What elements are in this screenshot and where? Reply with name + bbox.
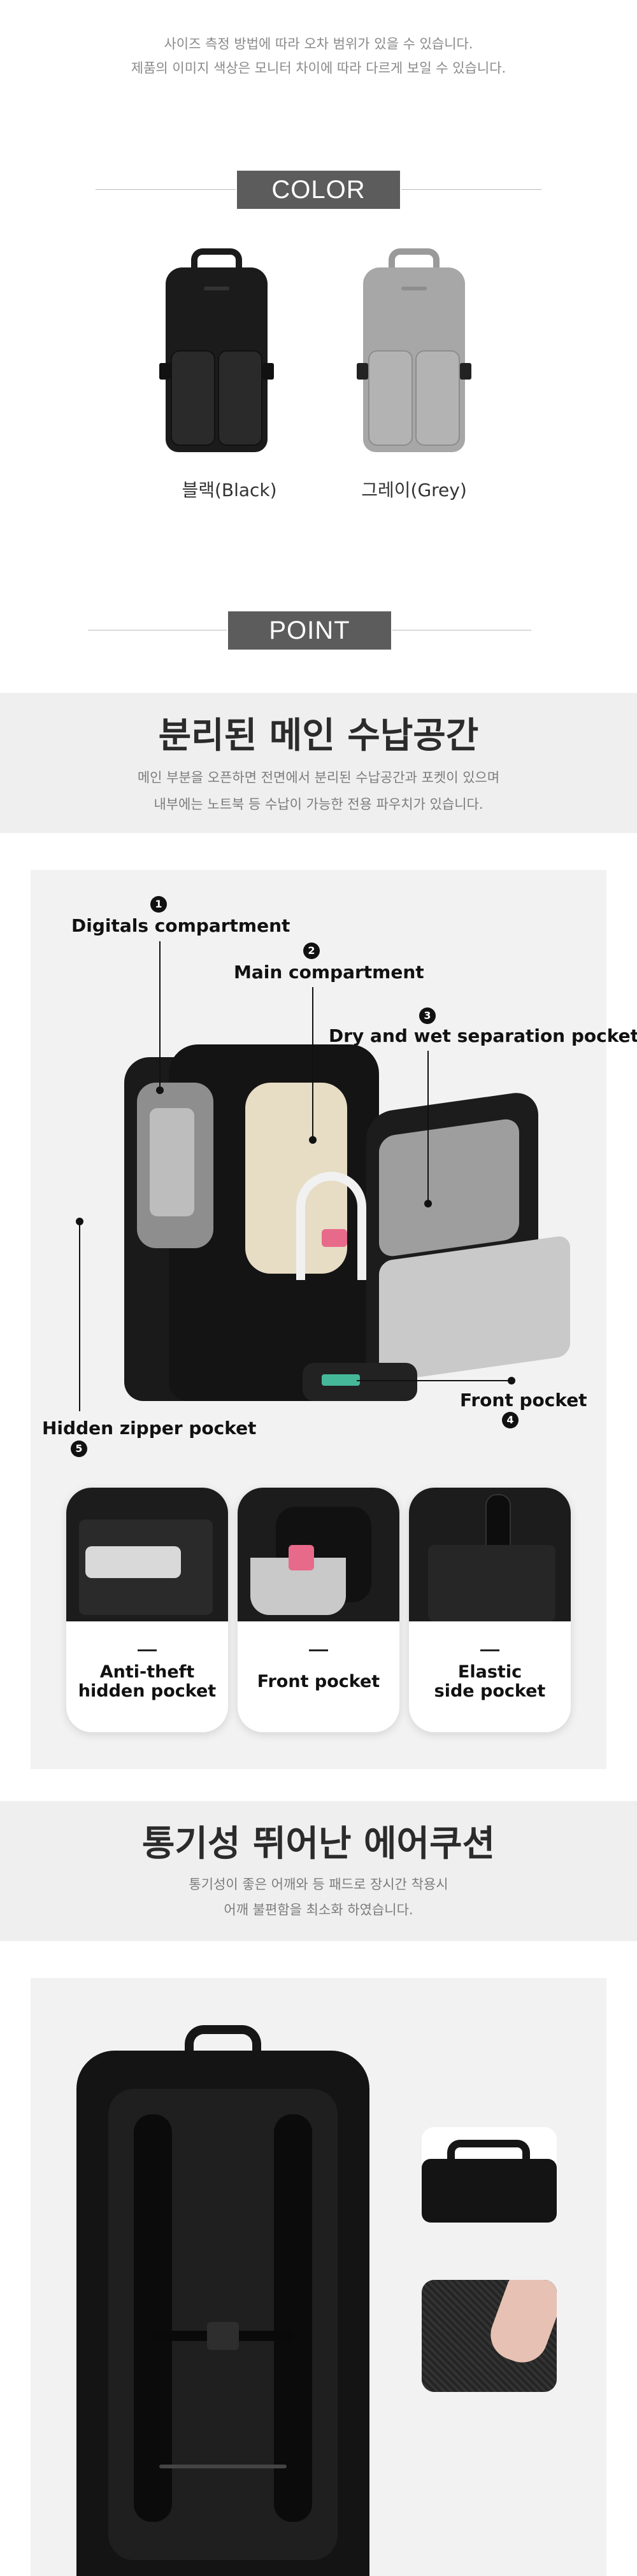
notice-line-2: 제품의 이미지 색상은 모니터 차이에 따라 다르게 보일 수 있습니다. xyxy=(131,60,506,76)
callout-4-line xyxy=(357,1380,510,1381)
detail-card-front-pocket: Front pocket xyxy=(238,1488,399,1732)
card-1-line-1: Anti-theft xyxy=(99,1662,195,1682)
callout-5-line xyxy=(79,1220,80,1411)
aircushion-feature-banner: 통기성 뛰어난 에어쿠션 통기성이 좋은 어깨와 등 패드로 장시간 착용시 어… xyxy=(0,1801,637,1941)
notice-line-1: 사이즈 측정 방법에 따라 오차 범위가 있을 수 있습니다. xyxy=(164,36,473,52)
callout-3-label: Dry and wet separation pocket xyxy=(329,1025,637,1046)
card-1-line-2: hidden pocket xyxy=(78,1681,217,1701)
callout-1-dot xyxy=(156,1086,164,1094)
grey-backpack-image xyxy=(357,248,471,452)
variant-grey-label: 그레이(Grey) xyxy=(361,480,467,501)
callout-3-line xyxy=(427,1051,429,1201)
callout-1-label: Digitals compartment xyxy=(71,915,290,936)
callout-4-badge: 4 xyxy=(502,1412,519,1428)
callout-2-line xyxy=(312,987,313,1137)
divider-line-left xyxy=(96,189,236,190)
card-3-line-2: side pocket xyxy=(434,1681,546,1701)
color-heading: COLOR xyxy=(237,171,400,209)
aircushion-title: 통기성 뛰어난 에어쿠션 xyxy=(141,1823,496,1865)
storage-title: 분리된 메인 수납공간 xyxy=(158,715,479,757)
divider-line-right xyxy=(401,189,541,190)
aircushion-desc-2: 어깨 불편함을 최소화 하였습니다. xyxy=(224,1902,413,1918)
card-dash xyxy=(309,1649,328,1651)
elastic-side-pocket-photo xyxy=(409,1488,571,1621)
open-backpack-image xyxy=(111,1044,583,1414)
backpack-rear-image xyxy=(76,2025,369,2576)
size-notice: 사이즈 측정 방법에 따라 오차 범위가 있을 수 있습니다. 제품의 이미지 … xyxy=(0,32,637,80)
point-heading: POINT xyxy=(228,611,391,650)
anti-theft-pocket-photo xyxy=(66,1488,228,1621)
callout-2-label: Main compartment xyxy=(234,962,424,983)
detail-card-anti-theft: Anti-theft hidden pocket xyxy=(66,1488,228,1732)
handle-detail-photo xyxy=(422,2127,557,2223)
card-dash xyxy=(480,1649,499,1651)
callout-5-badge: 5 xyxy=(71,1441,87,1457)
mesh-padding-detail-photo xyxy=(422,2280,557,2392)
variant-black-label: 블랙(Black) xyxy=(182,480,277,501)
callout-1-line xyxy=(159,941,161,1088)
callout-2-badge: 2 xyxy=(303,943,320,959)
storage-feature-banner: 분리된 메인 수납공간 메인 부분을 오픈하면 전면에서 분리된 수납공간과 포… xyxy=(0,693,637,833)
card-dash xyxy=(138,1649,157,1651)
callout-5-dot xyxy=(76,1218,83,1225)
black-backpack-image xyxy=(159,248,274,452)
card-3-line-1: Elastic xyxy=(457,1662,522,1682)
storage-desc-2: 내부에는 노트북 등 수납이 가능한 전용 파우치가 있습니다. xyxy=(154,797,483,812)
detail-card-elastic-side: Elastic side pocket xyxy=(409,1488,571,1732)
aircushion-desc-1: 통기성이 좋은 어깨와 등 패드로 장시간 착용시 xyxy=(189,1877,448,1892)
callout-5-label: Hidden zipper pocket xyxy=(42,1418,257,1439)
callout-4-label: Front pocket xyxy=(460,1390,587,1411)
callout-3-dot xyxy=(424,1200,432,1207)
front-pocket-photo xyxy=(238,1488,399,1621)
callout-4-dot xyxy=(508,1377,515,1384)
callout-1-badge: 1 xyxy=(150,896,167,913)
point-section-header: POINT xyxy=(0,611,637,650)
card-2-line-1: Front pocket xyxy=(257,1672,380,1691)
color-section-header: COLOR xyxy=(0,171,637,209)
callout-3-badge: 3 xyxy=(419,1007,436,1024)
callout-2-dot xyxy=(309,1136,317,1144)
storage-desc-1: 메인 부분을 오픈하면 전면에서 분리된 수납공간과 포켓이 있으며 xyxy=(137,770,500,785)
